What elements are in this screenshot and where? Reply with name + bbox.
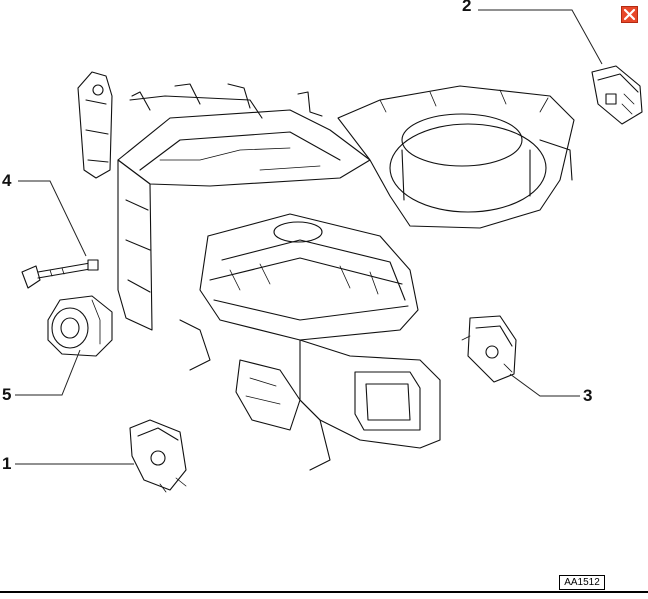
callout-3: 3 <box>583 386 593 405</box>
close-icon[interactable] <box>621 6 638 23</box>
callout-1: 1 <box>2 454 12 473</box>
close-x-glyph <box>623 8 636 21</box>
bottom-frame-line <box>0 591 648 593</box>
part-1-actuator <box>129 419 187 493</box>
part-2-actuator <box>591 65 643 125</box>
callout-4: 4 <box>2 171 12 190</box>
reference-code-label: AA1512 <box>559 575 605 590</box>
callout-5: 5 <box>2 385 12 404</box>
hvac-housing-drawing <box>77 71 575 471</box>
part-4-sensor-probe <box>21 259 99 289</box>
leader-lines <box>15 9 603 465</box>
part-5-motor <box>47 295 113 357</box>
part-3-actuator <box>461 315 517 383</box>
callout-2: 2 <box>462 0 472 15</box>
